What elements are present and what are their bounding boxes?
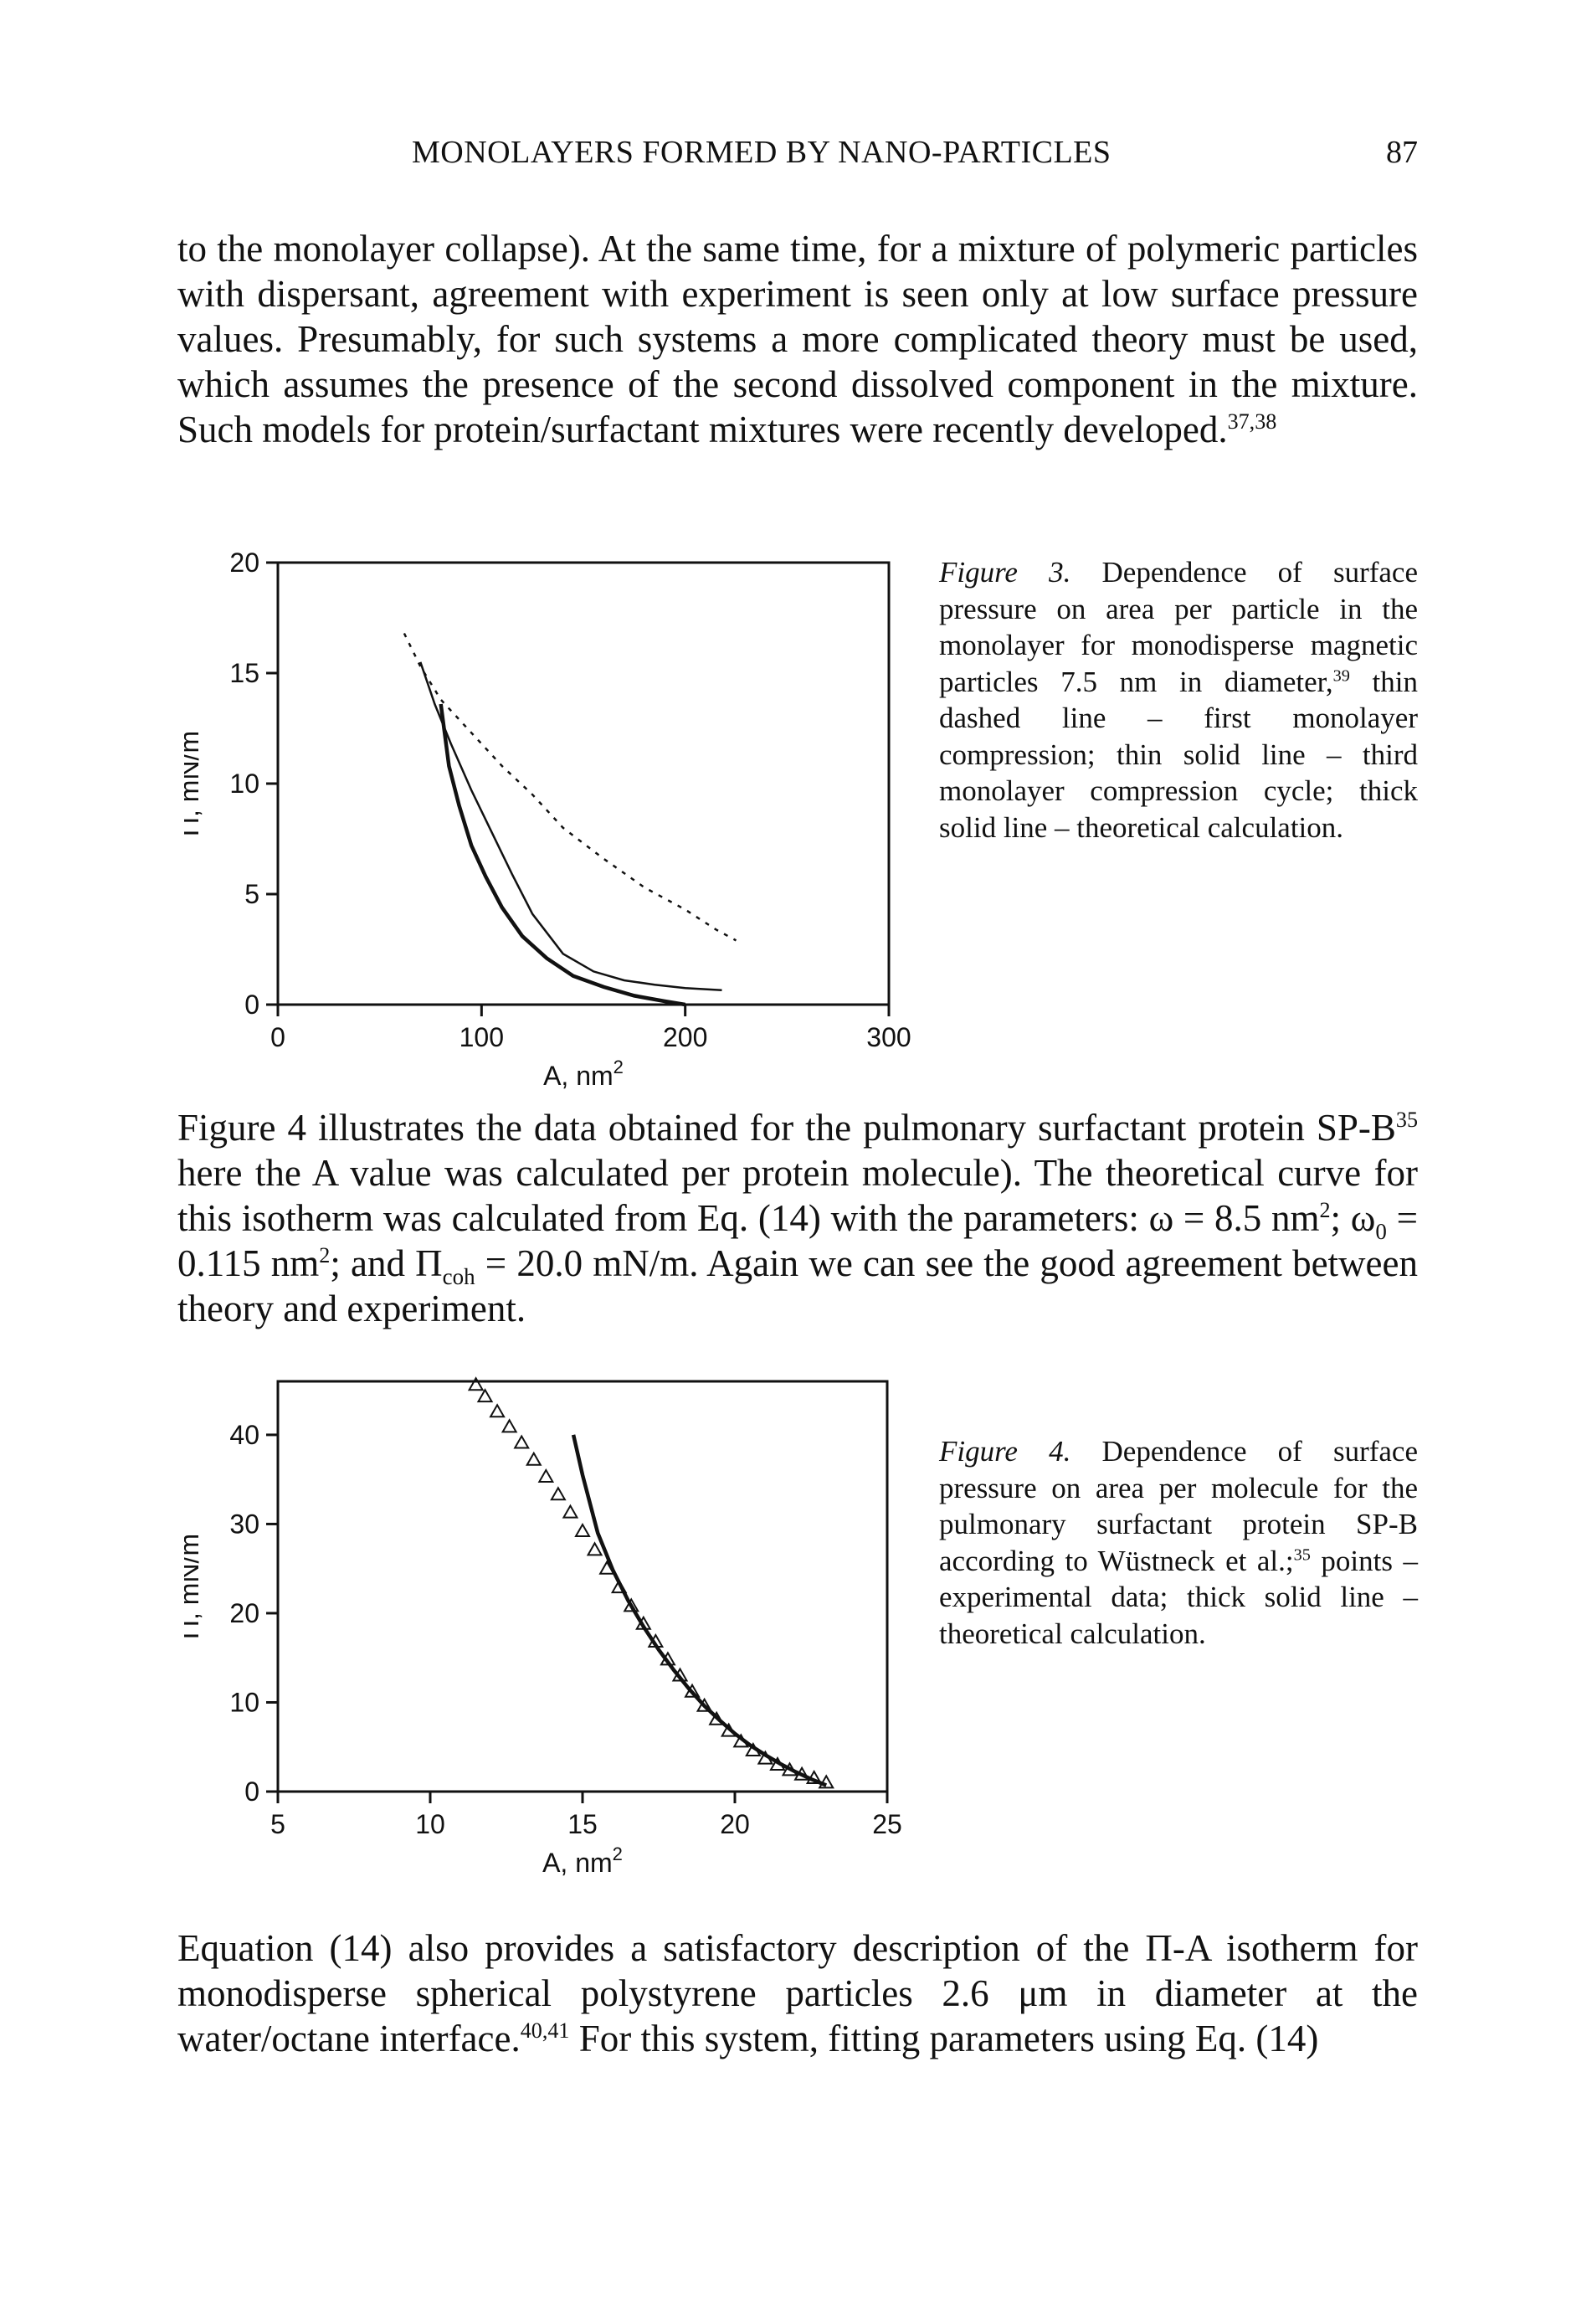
paragraph-2-text-f: = 20.0 mN/m. Again we can see the good a…: [177, 1242, 1418, 1329]
page-header: MONOLAYERS FORMED BY NANO-PARTICLES 87: [177, 134, 1418, 184]
data-point-marker: [513, 1434, 530, 1449]
x-tick-label: 0: [270, 1022, 285, 1052]
paragraph-2-text-b: here the A value was calculated per prot…: [177, 1152, 1418, 1239]
figure-3-caption: Figure 3. Dependence of surface pressure…: [939, 554, 1418, 846]
citation-ref: 35: [1293, 1545, 1311, 1564]
subscript: coh: [442, 1264, 475, 1289]
superscript: 2: [1319, 1198, 1331, 1222]
paragraph-3: Equation (14) also provides a satisfacto…: [177, 1926, 1418, 2061]
y-tick-label: 10: [229, 1687, 259, 1717]
y-tick-label: 10: [229, 769, 259, 799]
y-tick-label: 15: [229, 658, 259, 688]
series-line-1: [419, 661, 722, 992]
series-line-2: [439, 703, 686, 1007]
figure-3-label: Figure 3.: [939, 556, 1071, 589]
data-point-marker: [623, 1597, 639, 1612]
y-tick-label: 0: [244, 990, 259, 1020]
y-tick-label: 40: [229, 1420, 259, 1450]
x-tick-label: 20: [720, 1809, 750, 1839]
x-tick-label: 5: [270, 1809, 285, 1839]
x-tick-label: 300: [866, 1022, 911, 1052]
figure-4-caption-text-2: points – experimental data; thick solid …: [939, 1544, 1419, 1650]
paragraph-2-text-d: = 0.115 nm: [177, 1197, 1418, 1284]
x-tick-label: 10: [415, 1809, 445, 1839]
data-point-marker: [818, 1774, 834, 1789]
paragraph-2-text-e: ; and Π: [330, 1242, 443, 1284]
paragraph-2-text-c: ; ω: [1330, 1197, 1376, 1239]
figure-3-caption-text-2: thin dashed line – first monolayer compr…: [939, 665, 1419, 844]
x-tick-label: 25: [872, 1809, 902, 1839]
superscript: 2: [319, 1243, 331, 1267]
y-axis-label: Π, mN/m: [184, 1534, 204, 1639]
y-tick-label: 20: [229, 548, 259, 578]
citation-ref: 40,41: [520, 2018, 570, 2043]
plot-frame: [276, 1380, 889, 1793]
paragraph-1: to the monolayer collapse). At the same …: [177, 226, 1418, 452]
paragraph-2-text: Figure 4 illustrates the data obtained f…: [177, 1107, 1396, 1149]
series-line-1: [571, 1434, 828, 1787]
data-point-marker: [562, 1504, 579, 1519]
data-point-marker: [574, 1522, 591, 1537]
figure-4-caption-text: Dependence of surface pressure on area p…: [939, 1435, 1418, 1577]
figure-4-chart: 5 10 15 20 25 0 10 20 30 40 A, nm2 Π, mN/m: [174, 1376, 902, 1878]
paragraph-3-text: Equation (14) also provides a satisfacto…: [177, 1927, 1418, 2059]
citation-ref: 35: [1395, 1108, 1418, 1132]
figure-3-chart: 0 100 200 300 0 5 10 15 20 A, nm2 Π, mN/m: [174, 548, 911, 1091]
x-axis-label: A, nm2: [542, 1843, 623, 1878]
paragraph-3-text-b: For this system, fitting parameters usin…: [569, 2018, 1319, 2059]
plot-frame: [276, 561, 891, 1006]
data-point-marker: [586, 1541, 603, 1556]
data-point-marker: [489, 1403, 506, 1418]
running-title: MONOLAYERS FORMED BY NANO-PARTICLES: [412, 135, 1112, 170]
data-point-marker: [501, 1418, 518, 1433]
figure-4: 5 10 15 20 25 0 10 20 30 40 A, nm2 Π, mN/m: [174, 1356, 921, 1900]
subscript: 0: [1375, 1219, 1387, 1244]
y-tick-label: 5: [244, 879, 259, 909]
y-axis-label: Π, mN/m: [184, 731, 204, 836]
y-tick-label: 30: [229, 1509, 259, 1539]
figure-3-caption-text: Dependence of surface pressure on area p…: [939, 556, 1418, 698]
figure-4-label: Figure 4.: [939, 1435, 1071, 1468]
series-line-0: [403, 632, 737, 942]
data-point-marker: [696, 1697, 713, 1712]
y-tick-label: 0: [244, 1776, 259, 1807]
figure-3: 0 100 200 300 0 5 10 15 20 A, nm2 Π, mN/m: [174, 536, 921, 1105]
x-tick-label: 100: [459, 1022, 504, 1052]
paragraph-1-text: to the monolayer collapse). At the same …: [177, 228, 1418, 450]
data-point-marker: [467, 1376, 485, 1391]
figure-4-caption: Figure 4. Dependence of surface pressure…: [939, 1433, 1418, 1652]
data-point-marker: [537, 1468, 555, 1483]
y-tick-label: 20: [229, 1598, 259, 1628]
data-point-marker: [526, 1451, 542, 1466]
paragraph-2: Figure 4 illustrates the data obtained f…: [177, 1105, 1418, 1331]
citation-ref: 37,38: [1227, 409, 1277, 434]
data-point-marker: [476, 1388, 494, 1403]
page-number: 87: [1386, 135, 1418, 170]
x-axis-label: A, nm2: [543, 1057, 624, 1091]
x-tick-label: 15: [567, 1809, 598, 1839]
data-point-marker: [550, 1486, 567, 1501]
citation-ref: 39: [1332, 666, 1350, 685]
x-tick-label: 200: [663, 1022, 707, 1052]
